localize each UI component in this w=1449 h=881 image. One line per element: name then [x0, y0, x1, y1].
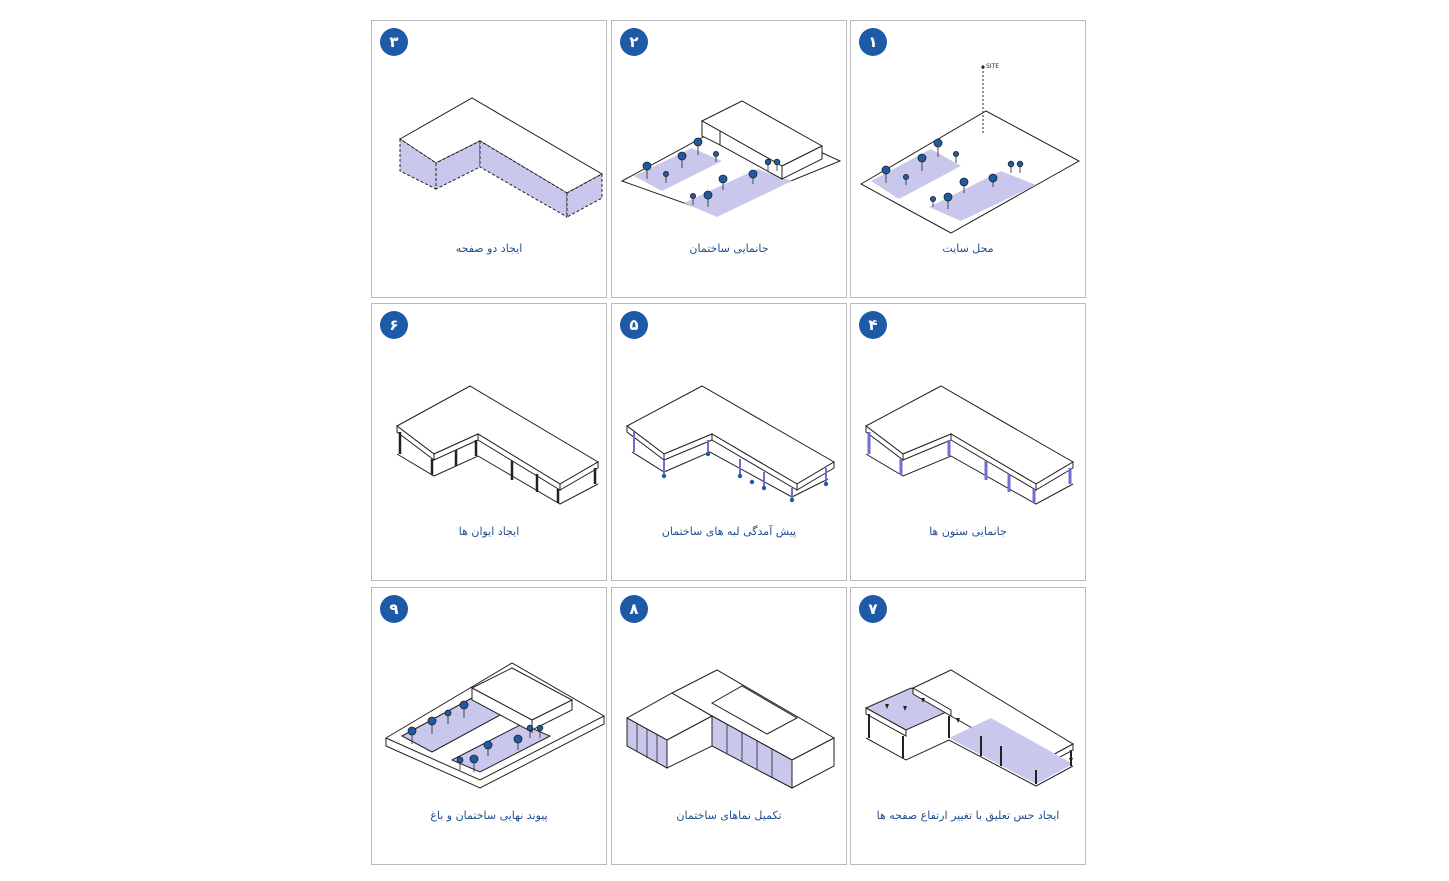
- l-shape-volume: [399, 97, 604, 218]
- arrow-icons: [885, 698, 1073, 763]
- panel-caption: جانمایی ساختمان: [689, 242, 769, 255]
- step-number-badge: ۴: [859, 311, 887, 339]
- building-volume: [700, 100, 824, 180]
- panel-caption: جانمایی ستون ها: [929, 525, 1007, 538]
- step-number-badge: ٣: [380, 28, 408, 56]
- step-number-badge: ۵: [620, 311, 648, 339]
- panel-site-location: ١ SITE محل سایت: [850, 20, 1086, 298]
- building-garden-drawing: [384, 662, 606, 789]
- overhang-drawing: [626, 385, 835, 503]
- panel-suspension: ٧ ایجاد حس تعلیق با تغییر ارت: [850, 587, 1086, 865]
- arrow-icons: [661, 451, 829, 503]
- porches-drawing: [396, 385, 599, 505]
- panel-column-placement: ۴ جانمایی ستون ها: [850, 303, 1086, 581]
- panel-caption: ایجاد دو صفحه: [455, 242, 523, 255]
- columns: [633, 432, 827, 500]
- tree-icons: [642, 137, 781, 207]
- panel-porches: ۶ ایجاد ایوان ها: [371, 303, 607, 581]
- slabs: [864, 669, 1075, 787]
- facade-mullions: [636, 724, 773, 778]
- l-shape-structure: [626, 385, 835, 498]
- panel-facades: ٨ تکمیل نماهای ساختمان: [611, 587, 847, 865]
- building-volumes: [625, 669, 836, 789]
- facades-drawing: [625, 669, 836, 789]
- columns: [867, 432, 1072, 503]
- step-number-badge: ٧: [859, 595, 887, 623]
- panel-caption: ایجاد حس تعلیق با تغییر ارتفاع صفحه ها: [876, 809, 1060, 822]
- two-slabs-drawing: [399, 97, 604, 218]
- panel-building-garden: ٩ پیوند نهایی ساختمان و باغ: [371, 587, 607, 865]
- panel-caption: ایجاد ایوان ها: [458, 525, 520, 538]
- panel-caption: محل سایت: [942, 242, 994, 255]
- building-placement-drawing: [620, 100, 842, 217]
- step-number-badge: ١: [859, 28, 887, 56]
- step-number-badge: ۶: [380, 311, 408, 339]
- tree-icons: [881, 138, 1024, 209]
- step-number-badge: ٨: [620, 595, 648, 623]
- site-and-building: [384, 662, 606, 789]
- panel-building-placement: ٢ جانمایی ساختمان: [611, 20, 847, 298]
- columns-drawing: [865, 385, 1074, 505]
- panel-two-slabs: ٣ ایجاد دو صفحه: [371, 20, 607, 298]
- panel-edge-overhang: ۵ پیش آمدگی لبه های ساختمان: [611, 303, 847, 581]
- l-shape-structure: [396, 385, 599, 505]
- columns: [868, 714, 1072, 784]
- step-number-badge: ٢: [620, 28, 648, 56]
- site-drawing: SITE: [859, 63, 1081, 234]
- columns: [398, 432, 597, 503]
- panel-caption: تکمیل نماهای ساختمان: [676, 809, 782, 822]
- tree-icons: [407, 700, 544, 772]
- suspension-drawing: [864, 669, 1075, 787]
- step-number-badge: ٩: [380, 595, 408, 623]
- site-label: SITE: [986, 63, 999, 70]
- l-shape-structure: [865, 385, 1074, 505]
- panel-caption: پیوند نهایی ساختمان و باغ: [430, 809, 548, 822]
- panel-caption: پیش آمدگی لبه های ساختمان: [661, 525, 797, 538]
